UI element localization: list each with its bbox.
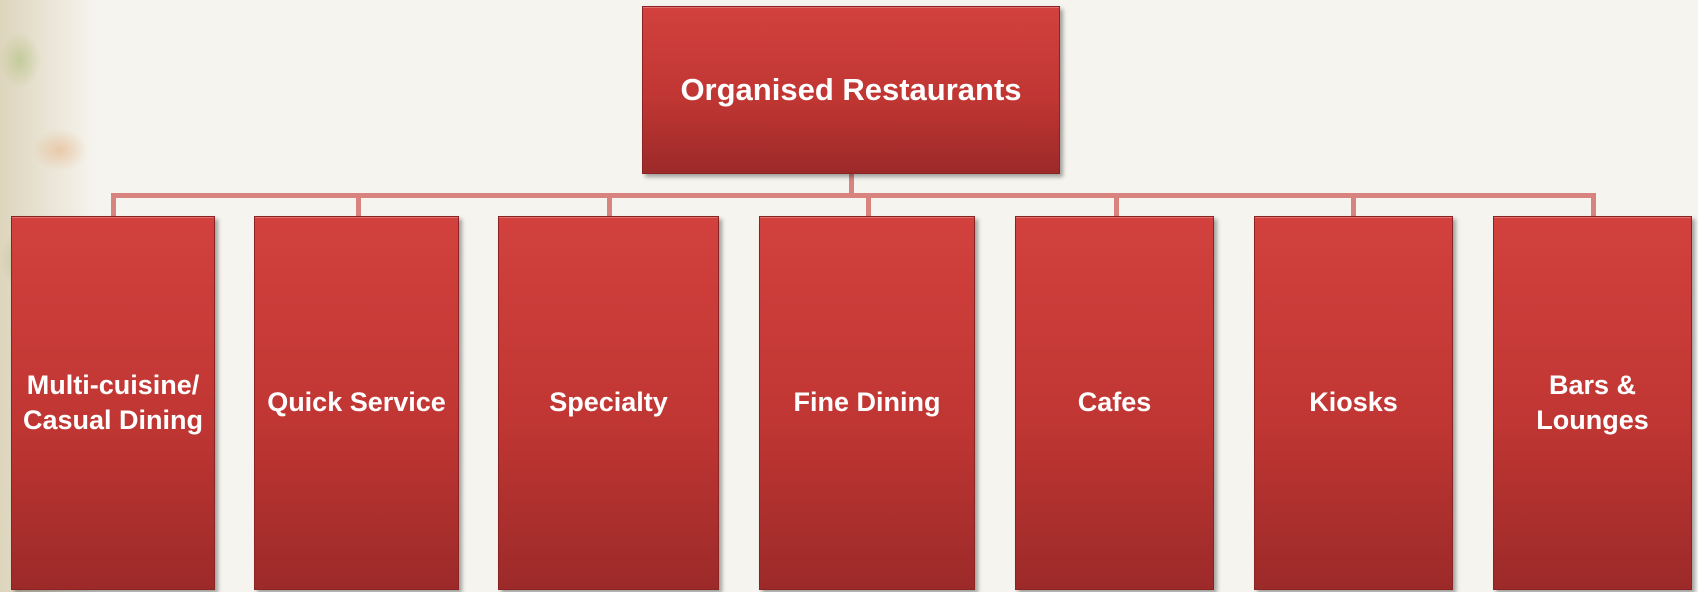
child-node-fine-dining: Fine Dining — [759, 216, 975, 590]
child-node-label: Specialty — [549, 387, 668, 418]
child-node-label: Fine Dining — [793, 387, 941, 418]
child-stem-line — [111, 193, 116, 217]
root-stem-line — [849, 174, 854, 194]
horizontal-connector-line — [111, 193, 1596, 198]
child-stem-line — [866, 193, 871, 217]
child-node-label: Cafes — [1077, 387, 1152, 418]
child-stem-line — [1114, 193, 1119, 217]
child-node-cafes: Cafes — [1015, 216, 1214, 590]
child-node-label: Bars & Lounges — [1536, 369, 1649, 435]
child-stem-line — [607, 193, 612, 217]
child-node-multi-cuisine-casual-dining: Multi-cuisine/ Casual Dining — [11, 216, 215, 590]
child-stem-line — [1351, 193, 1356, 217]
child-node-bars-lounges: Bars & Lounges — [1493, 216, 1692, 590]
child-stem-line — [1591, 193, 1596, 217]
child-node-label: Multi-cuisine/ Casual Dining — [22, 369, 204, 435]
child-node-label: Kiosks — [1309, 387, 1398, 418]
root-node: Organised Restaurants — [642, 6, 1060, 174]
child-node-specialty: Specialty — [498, 216, 719, 590]
child-node-quick-service: Quick Service — [254, 216, 459, 590]
root-node-label: Organised Restaurants — [680, 71, 1022, 107]
child-node-kiosks: Kiosks — [1254, 216, 1453, 590]
child-node-label: Quick Service — [267, 387, 446, 418]
child-stem-line — [356, 193, 361, 217]
